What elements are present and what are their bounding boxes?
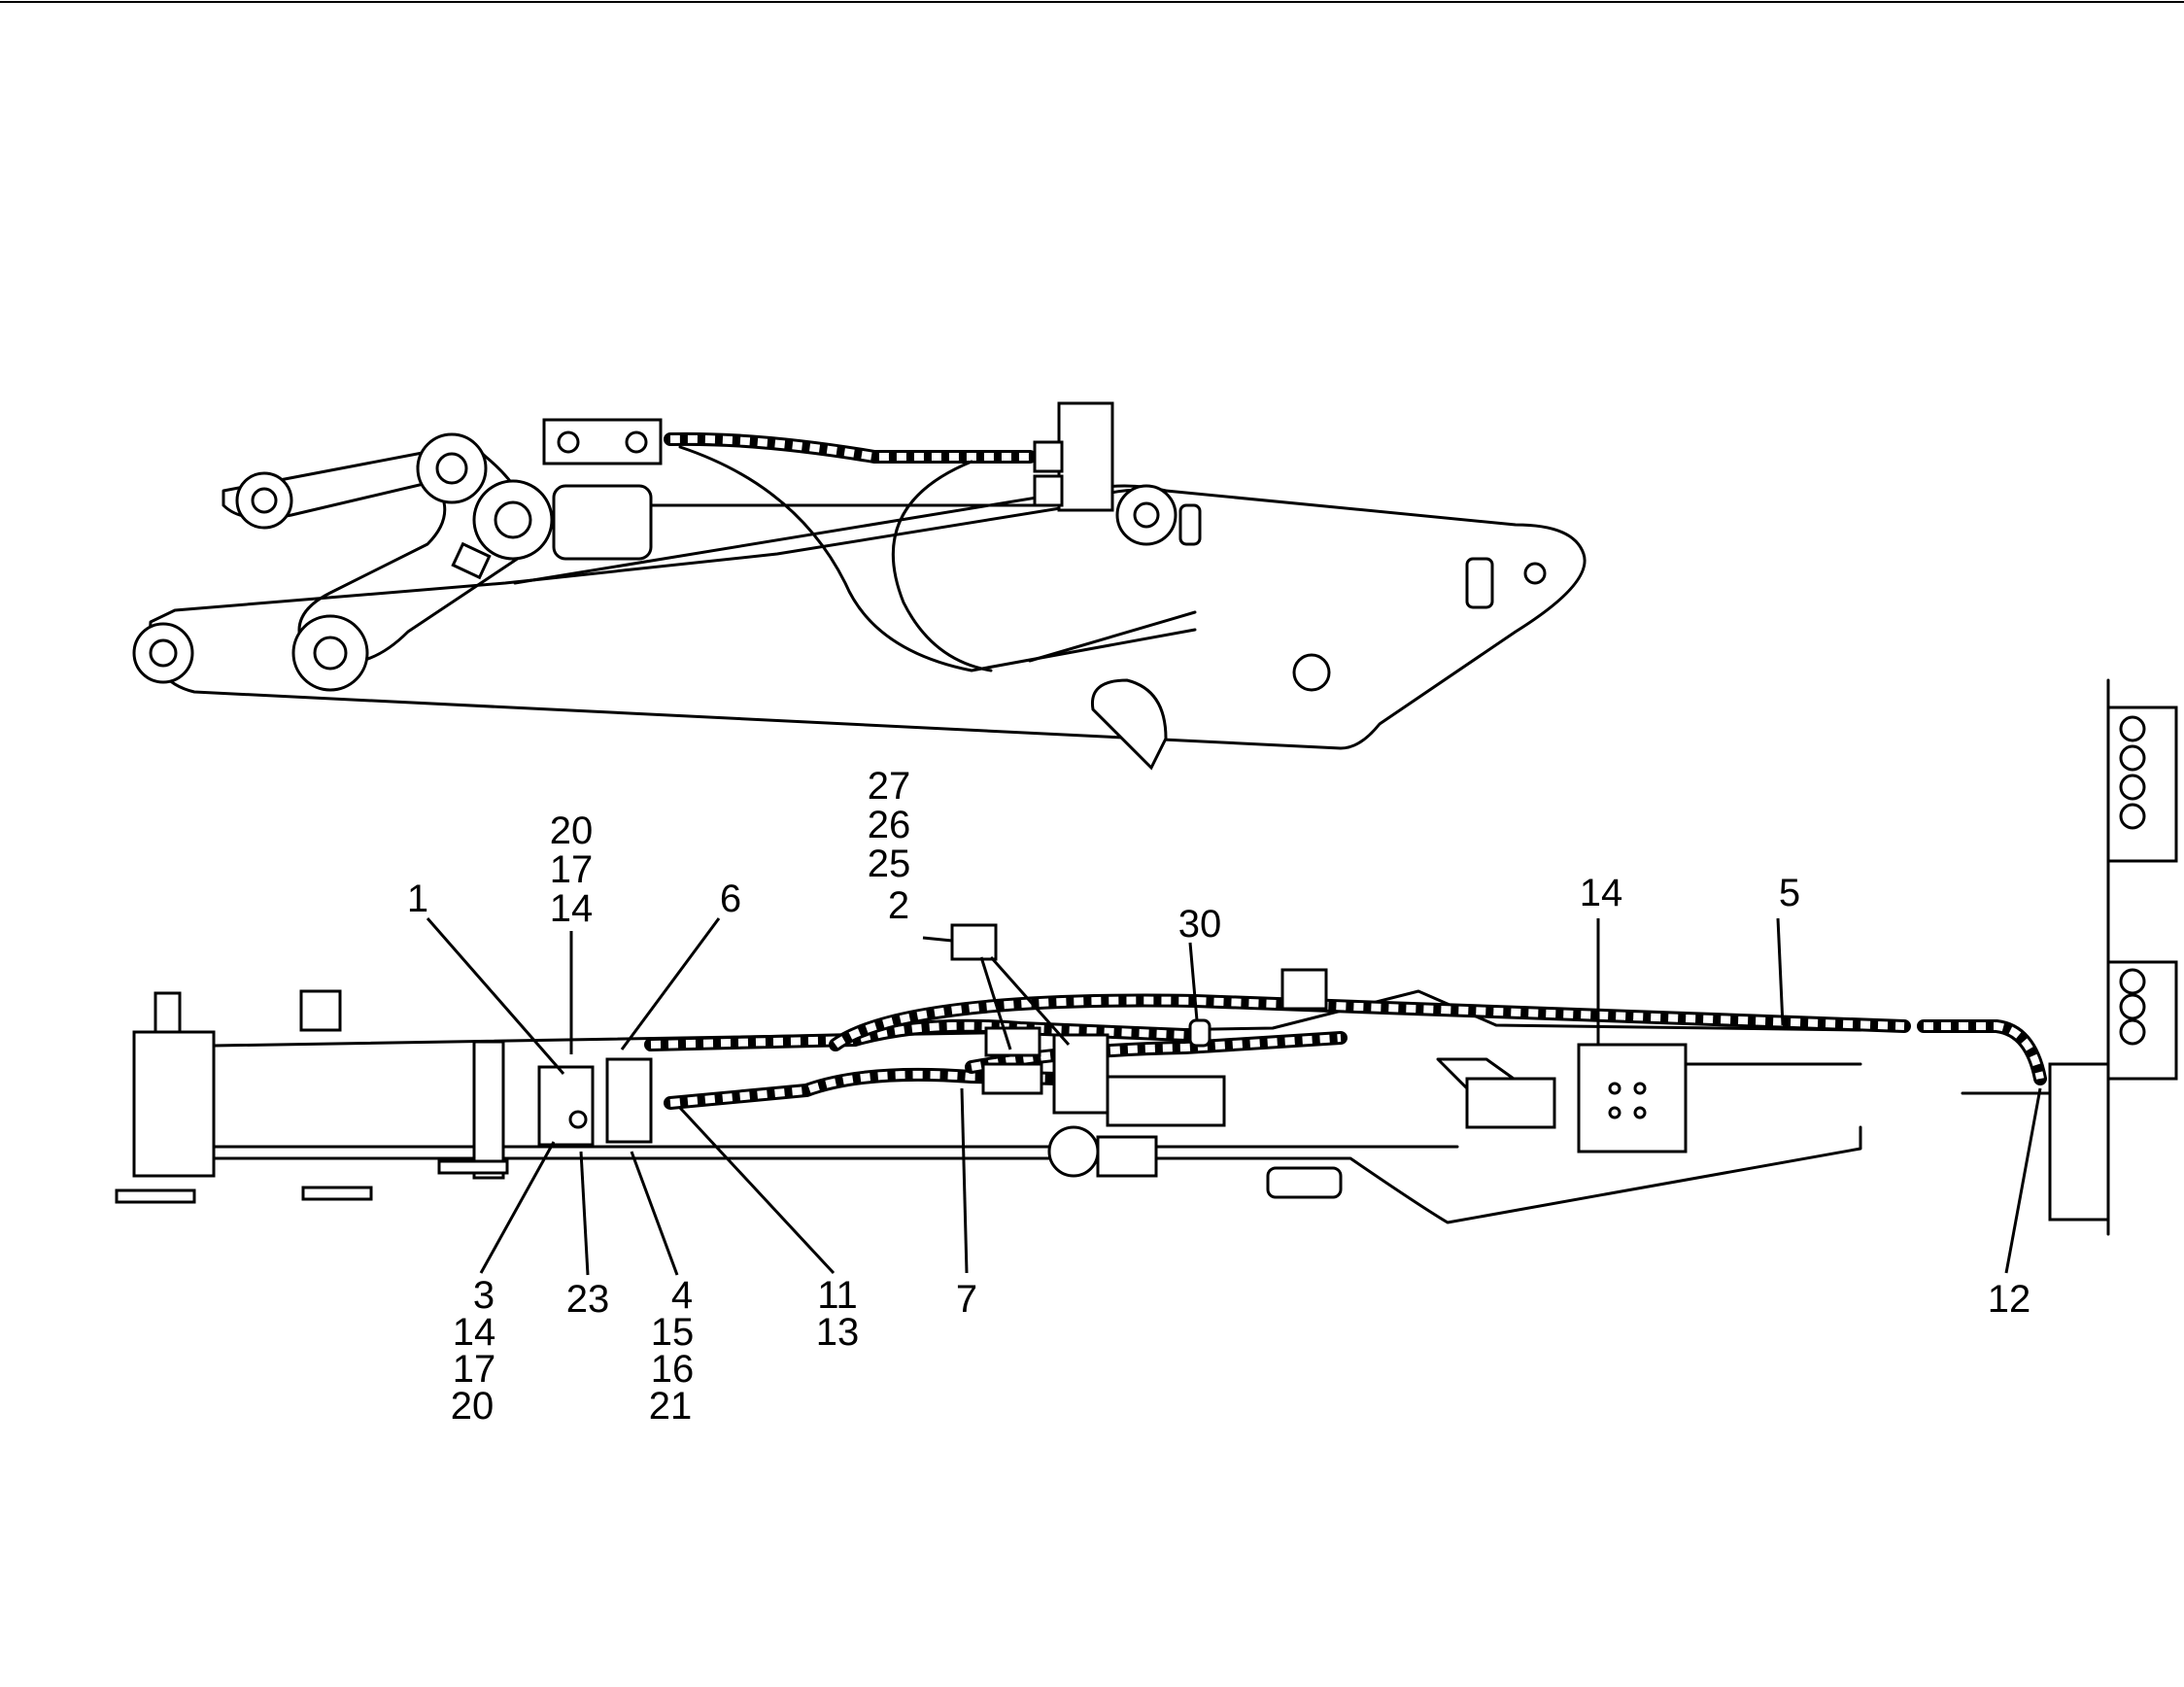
plan-rod-end bbox=[1465, 1077, 1556, 1129]
valve-block bbox=[542, 418, 663, 465]
plan-tip-foot bbox=[115, 1188, 196, 1204]
callout-1: 1 bbox=[407, 878, 428, 920]
callout-4: 4 bbox=[671, 1274, 693, 1317]
boom-foot-lug bbox=[1090, 678, 1168, 771]
hose-fitting-top bbox=[1033, 440, 1064, 473]
hose-loop-inner bbox=[678, 445, 1197, 672]
plan-valve-right bbox=[605, 1057, 653, 1144]
callout-2: 2 bbox=[888, 884, 909, 927]
callout-20-lower: 20 bbox=[451, 1385, 495, 1428]
callout-17: 17 bbox=[550, 848, 594, 891]
boom-plan-view bbox=[115, 678, 2178, 1236]
plan-top-bolt bbox=[1280, 968, 1328, 1011]
plan-pin-foot bbox=[437, 1159, 509, 1175]
hydraulic-cylinder-body bbox=[552, 484, 653, 561]
hose-fitting-bottom bbox=[1033, 474, 1064, 507]
plan-valve-bolt bbox=[1633, 1106, 1647, 1119]
manifold-plugs bbox=[2119, 715, 2146, 1046]
callout-26: 26 bbox=[868, 804, 911, 846]
plan-bracket bbox=[1052, 1033, 1109, 1115]
callout-5: 5 bbox=[1779, 872, 1800, 914]
callout-14: 14 bbox=[550, 887, 594, 930]
rear-clamp bbox=[1465, 557, 1494, 609]
plan-fitting-b bbox=[984, 1026, 1041, 1057]
plan-cylinder-end bbox=[1106, 1075, 1226, 1127]
plan-tip-pin-top bbox=[154, 991, 182, 1034]
callout-14-lower: 14 bbox=[453, 1311, 496, 1354]
boom-clamp bbox=[1178, 503, 1202, 546]
front-link-pin bbox=[235, 471, 293, 530]
plan-bolt-top bbox=[299, 989, 342, 1032]
plan-lower-lug bbox=[1266, 1166, 1343, 1199]
callout-16: 16 bbox=[651, 1348, 695, 1391]
hose-loop-outer bbox=[891, 460, 993, 672]
callout-21: 21 bbox=[649, 1385, 693, 1428]
plan-hose-e bbox=[1917, 1019, 2047, 1085]
callout-11: 11 bbox=[817, 1274, 858, 1317]
valve-port-right bbox=[625, 430, 648, 454]
manifold-block bbox=[2048, 1062, 2110, 1222]
front-link-pin-hole bbox=[251, 487, 278, 514]
callout-6: 6 bbox=[720, 878, 741, 920]
plan-pin-shaft bbox=[472, 1040, 505, 1180]
hose-tail bbox=[1028, 610, 1197, 663]
callout-25: 25 bbox=[868, 843, 911, 885]
linkage-lower-pin bbox=[291, 614, 369, 692]
plan-fitting-a bbox=[981, 1062, 1043, 1095]
callout-23: 23 bbox=[566, 1278, 610, 1321]
plan-valve-bolt bbox=[1633, 1082, 1647, 1095]
tip-pin-hole bbox=[149, 638, 178, 668]
boom-pivot bbox=[1115, 484, 1177, 546]
plan-valve-bolt bbox=[1608, 1106, 1621, 1119]
callout-30: 30 bbox=[1178, 903, 1222, 946]
mid-hole bbox=[1292, 653, 1331, 692]
callout-20: 20 bbox=[550, 809, 594, 852]
cylinder-rod-eye bbox=[472, 479, 554, 561]
plan-bolt-foot bbox=[301, 1186, 373, 1201]
cylinder-rod-eye-hole bbox=[494, 500, 532, 539]
callout-7: 7 bbox=[956, 1278, 977, 1321]
leader-lines bbox=[426, 917, 2042, 1276]
plan-lower-bracket bbox=[1096, 1135, 1158, 1178]
callout-27: 27 bbox=[868, 765, 911, 808]
plan-clamp-2 bbox=[950, 923, 998, 961]
manifold-panel-lower bbox=[2106, 960, 2178, 1081]
linkage-upper-pin-hole bbox=[435, 452, 468, 485]
plan-valve-bolt bbox=[1608, 1082, 1621, 1095]
plan-valve-rear bbox=[1577, 1043, 1688, 1153]
manifold-panel-upper bbox=[2106, 706, 2178, 863]
plan-valve-left bbox=[537, 1065, 595, 1147]
boom-side-view bbox=[132, 401, 1587, 771]
linkage-lower-pin-hole bbox=[313, 636, 348, 671]
boom-pivot-hole bbox=[1133, 501, 1160, 529]
hose-bracket bbox=[1057, 401, 1114, 512]
callout-14-right: 14 bbox=[1580, 872, 1623, 914]
callout-labels: 20 17 14 1 6 27 26 25 2 30 14 5 3 14 17 … bbox=[407, 765, 2030, 1428]
tip-pin bbox=[132, 622, 194, 684]
linkage-upper-pin bbox=[416, 432, 488, 504]
boom-arm-outline bbox=[149, 488, 1587, 750]
grease-block bbox=[451, 541, 492, 580]
plan-boom-outline bbox=[132, 1030, 1862, 1224]
callout-17-lower: 17 bbox=[453, 1348, 496, 1391]
rear-hole bbox=[1523, 562, 1547, 585]
plan-clamp-30 bbox=[1188, 1018, 1211, 1048]
plan-lower-nut bbox=[1047, 1125, 1100, 1178]
callout-3: 3 bbox=[473, 1274, 495, 1317]
plan-valve-port bbox=[568, 1110, 588, 1129]
callout-15: 15 bbox=[651, 1311, 695, 1354]
callout-12: 12 bbox=[1988, 1278, 2031, 1321]
valve-port-left bbox=[557, 430, 580, 454]
plan-tip-block bbox=[132, 1030, 216, 1178]
callout-13: 13 bbox=[816, 1311, 860, 1354]
